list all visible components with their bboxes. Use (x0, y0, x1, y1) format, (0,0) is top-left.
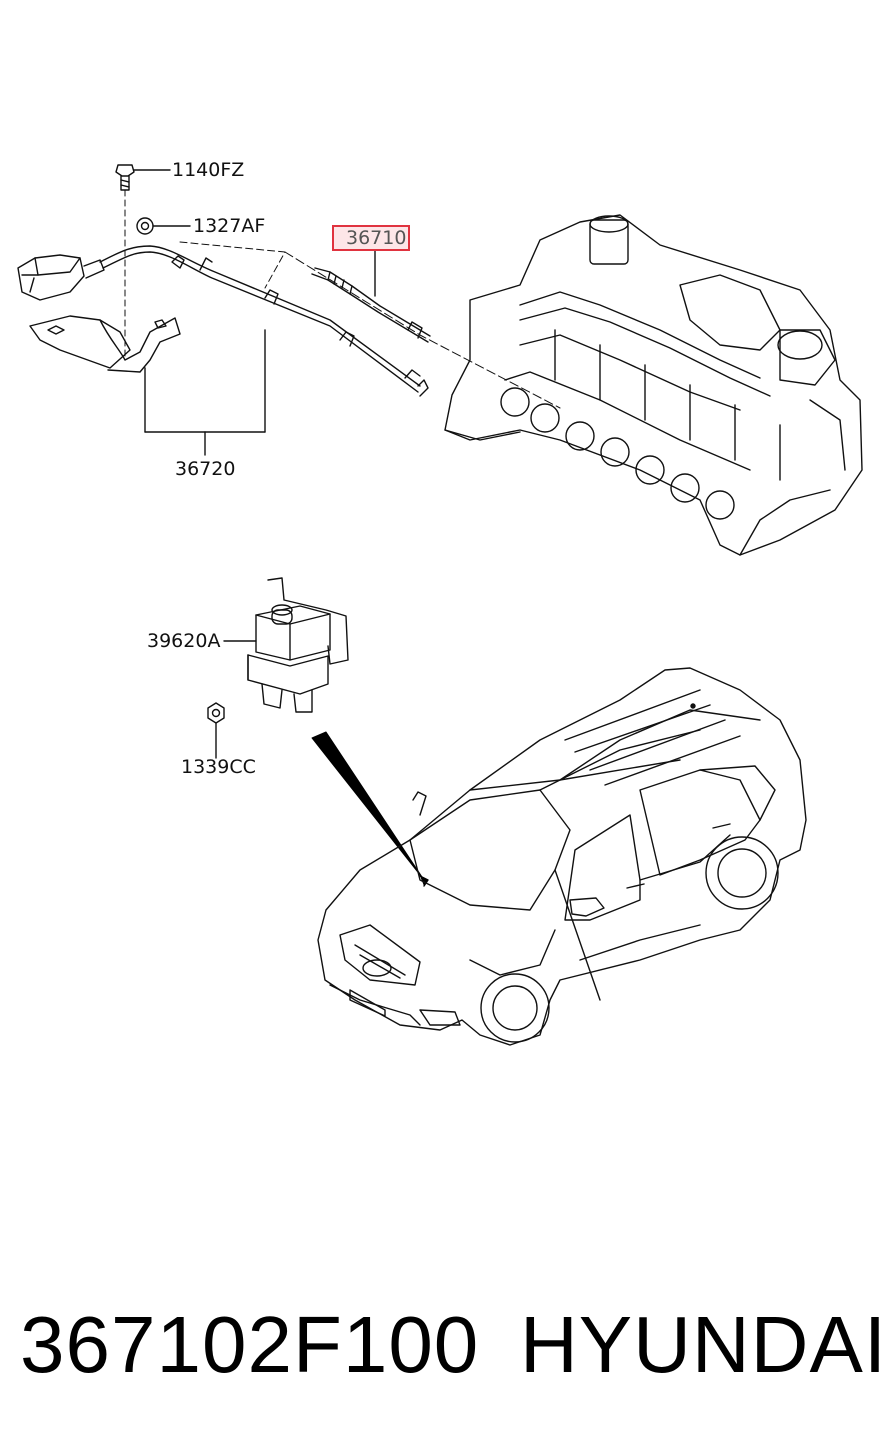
callout-clip: 1327AF (193, 215, 266, 237)
callout-glow-plug[interactable]: 36710 (332, 225, 411, 251)
vehicle-illustration (317, 667, 807, 1046)
clip-icon (136, 217, 191, 235)
harness-bracket (29, 315, 181, 373)
callout-relay: 39620A (147, 630, 221, 652)
harness-leader (144, 329, 266, 456)
location-pointer (311, 731, 425, 881)
callout-nut: 1339CC (181, 756, 256, 778)
glow-plug-icon (311, 249, 431, 343)
callout-bolt: 1140FZ (172, 159, 245, 181)
wire-harness (99, 245, 429, 397)
connector-icon (17, 254, 105, 301)
part-number: 367102F100 (20, 1300, 480, 1389)
bolt-icon (115, 164, 171, 191)
nut-icon (207, 702, 225, 759)
engine-head (444, 214, 863, 556)
callout-harness: 36720 (175, 458, 236, 480)
brand-name: HYUNDAI (520, 1300, 886, 1389)
glow-relay-icon (223, 577, 349, 713)
